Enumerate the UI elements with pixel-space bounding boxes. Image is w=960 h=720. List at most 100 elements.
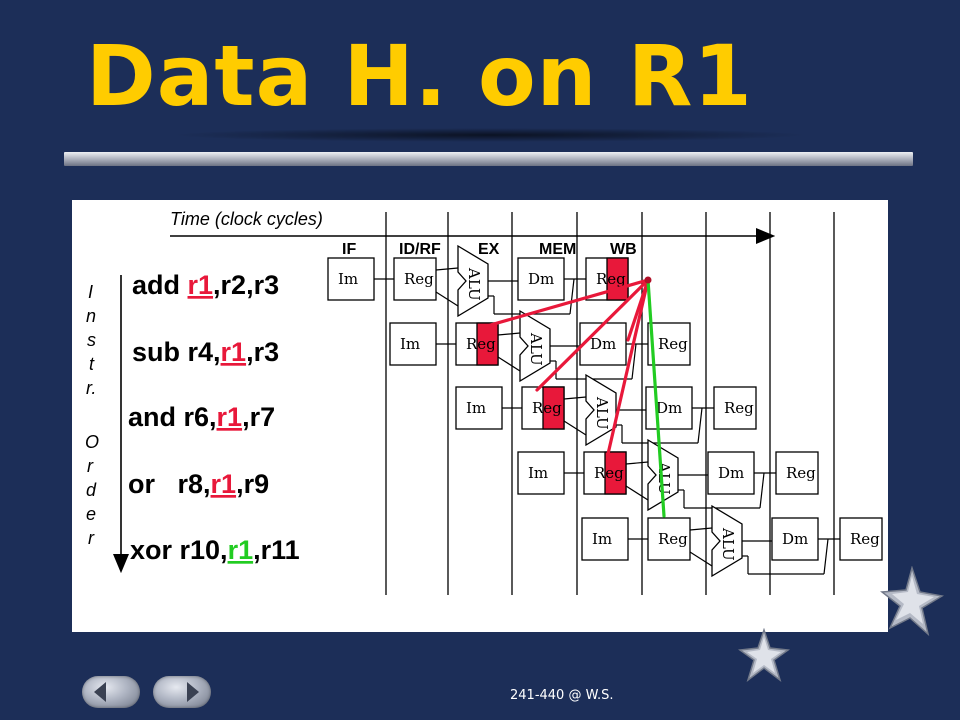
right-arrow-icon — [187, 682, 199, 702]
slide-title: Data H. on R1 — [86, 27, 753, 125]
pipeline-row: Im Reg ALU Dm Reg — [517, 438, 819, 512]
data-memory-box: Dm — [645, 386, 693, 430]
instruction-sub: sub r4,r1,r3 — [132, 337, 279, 367]
register-write-box-label: Reg — [724, 399, 754, 417]
stage-label-wb: WB — [610, 241, 637, 258]
alu-unit: ALU — [457, 244, 489, 318]
register-read-box: Reg — [455, 322, 499, 366]
title-rule — [64, 152, 913, 166]
instruction-or: or r8,r1,r9 — [128, 469, 269, 499]
previous-slide-button[interactable] — [82, 676, 140, 708]
hazard-line-and — [535, 278, 650, 392]
stage-labels: IF ID/RF EX MEM WB — [342, 241, 637, 258]
instruction-memory-box: Im — [455, 386, 503, 430]
instruction-memory-box-label: Im — [528, 464, 548, 482]
register-write-box-label: Reg — [850, 530, 880, 548]
pipeline-wire — [697, 407, 703, 444]
instruction-xor: xor r10,r1,r11 — [130, 535, 300, 565]
pipeline-diagram: Time (clock cycles) IF ID/RF EX MEM WB I… — [72, 200, 888, 632]
data-memory-box-label: Dm — [528, 270, 554, 288]
pipeline-wire — [563, 420, 587, 436]
instruction-memory-box-label: Im — [592, 530, 612, 548]
register-write-box: Reg — [585, 257, 629, 301]
left-arrow-icon — [94, 682, 106, 702]
register-read-box-label: Reg — [404, 270, 434, 288]
pipeline-wire — [497, 356, 521, 372]
data-memory-box-label: Dm — [590, 335, 616, 353]
alu-unit-label: ALU — [593, 396, 611, 430]
next-slide-button[interactable] — [153, 676, 211, 708]
data-memory-box: Dm — [771, 517, 819, 561]
writeback-point — [644, 276, 652, 284]
pipeline-wire — [625, 461, 649, 465]
order-letter: d — [86, 480, 97, 500]
pipeline-wire — [631, 343, 637, 380]
instruction-and: and r6,r1,r7 — [128, 402, 275, 432]
alu-unit: ALU — [647, 438, 679, 512]
instruction-order-axis: I n s t r. O r d e r — [85, 275, 129, 574]
pipeline-wire — [435, 267, 459, 271]
register-read-box: Reg — [647, 517, 691, 561]
stage-label-mem: MEM — [539, 241, 576, 258]
instruction-list: add r1,r2,r3 sub r4,r1,r3 and r6,r1,r7 o… — [128, 270, 300, 565]
pipeline-row: Im Reg ALU Dm Reg — [327, 244, 629, 318]
register-write-box: Reg — [713, 386, 757, 430]
register-write-box-label: Reg — [596, 270, 626, 288]
hazard-line-or — [606, 278, 650, 456]
register-read-box-label: Reg — [532, 399, 562, 417]
instruction-memory-box-label: Im — [338, 270, 358, 288]
order-letter: r — [87, 456, 94, 476]
register-write-box-label: Reg — [786, 464, 816, 482]
star-icon — [880, 566, 944, 637]
register-read-box: Reg — [583, 451, 627, 495]
alu-unit-label: ALU — [465, 267, 483, 301]
register-write-box-label: Reg — [658, 335, 688, 353]
register-write-box: Reg — [775, 451, 819, 495]
alu-unit: ALU — [711, 504, 743, 578]
order-letter: r — [88, 528, 95, 548]
instruction-memory-box: Im — [389, 322, 437, 366]
register-read-box-label: Reg — [658, 530, 688, 548]
data-memory-box: Dm — [579, 322, 627, 366]
data-memory-box: Dm — [707, 451, 755, 495]
order-letter: s — [87, 330, 96, 350]
pipeline-wire — [563, 396, 587, 400]
alu-unit-label: ALU — [655, 461, 673, 495]
order-letter: O — [85, 432, 99, 452]
time-axis-label: Time (clock cycles) — [170, 209, 323, 229]
stage-label-if: IF — [342, 241, 356, 258]
pipeline-row: Im Reg ALU Dm Reg — [389, 309, 691, 383]
pipeline-wire — [625, 485, 649, 501]
pipeline-wire — [823, 538, 829, 575]
pipeline-wire — [569, 278, 575, 315]
stage-label-id: ID/RF — [399, 241, 441, 258]
star-icon — [738, 628, 790, 682]
instruction-memory-box: Im — [517, 451, 565, 495]
order-letter: t — [89, 354, 95, 374]
pipeline-wire — [497, 332, 521, 336]
instruction-add: add r1,r2,r3 — [132, 270, 279, 300]
instruction-memory-box: Im — [327, 257, 375, 301]
instruction-memory-box-label: Im — [400, 335, 420, 353]
pipeline-wire — [689, 527, 713, 531]
register-read-box: Reg — [393, 257, 437, 301]
hazard-line-dm — [626, 278, 650, 342]
alu-unit: ALU — [519, 309, 551, 383]
hazard-line-sub — [478, 278, 650, 330]
dependency-lines — [478, 276, 666, 518]
order-letter: e — [86, 504, 96, 524]
clock-cycle-lines — [385, 212, 835, 595]
register-write-box: Reg — [839, 517, 883, 561]
ok-line-xor — [646, 278, 666, 518]
stage-label-ex: EX — [478, 241, 500, 258]
order-letter: r. — [86, 378, 96, 398]
instruction-memory-box: Im — [581, 517, 629, 561]
pipeline-wire — [689, 551, 713, 567]
pipeline-row: Im Reg ALU Dm Reg — [581, 504, 883, 578]
register-read-box: Reg — [521, 386, 565, 430]
order-letter: I — [88, 282, 93, 302]
alu-unit-label: ALU — [527, 332, 545, 366]
pipeline-svg: Time (clock cycles) IF ID/RF EX MEM WB I… — [85, 209, 883, 595]
data-memory-box-label: Dm — [782, 530, 808, 548]
